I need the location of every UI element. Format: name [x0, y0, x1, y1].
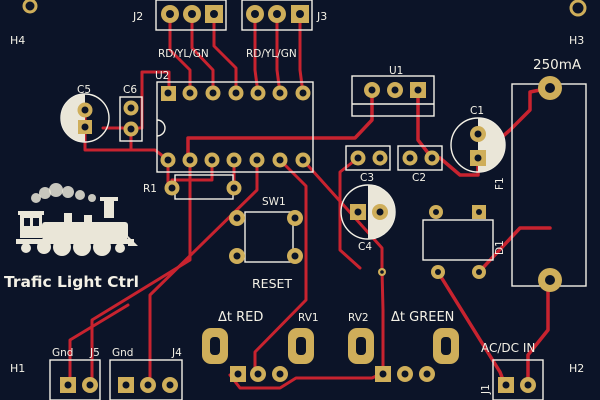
mounting-hole-h4	[22, 0, 38, 14]
trace	[253, 12, 260, 95]
label-gnd-j4: Gnd	[112, 347, 133, 359]
trace	[526, 278, 550, 387]
label-acdc-in: AC/DC IN	[481, 341, 535, 355]
trace	[416, 88, 480, 177]
capacitor-c1[interactable]	[450, 117, 506, 173]
trace	[298, 12, 305, 95]
label-j5: J5	[89, 347, 100, 359]
label-c3: C3	[360, 172, 374, 184]
capacitor-c6[interactable]	[119, 96, 143, 142]
connector-j2[interactable]	[155, 0, 227, 31]
reset-button-sw1[interactable]	[229, 210, 303, 264]
board-title: Trafic Light Ctrl	[4, 273, 139, 291]
trace	[253, 158, 308, 375]
label-j2-colors: RD/YL/GN	[158, 48, 209, 60]
label-j2: J2	[132, 10, 143, 23]
fuse-f1[interactable]	[511, 76, 587, 292]
trace	[338, 156, 362, 270]
label-j1: J1	[480, 384, 492, 395]
label-c2: C2	[412, 172, 426, 184]
label-delta-t-green: Δt GREEN	[391, 310, 454, 325]
trace	[301, 158, 384, 272]
label-u2: U2	[155, 70, 169, 82]
label-c6: C6	[123, 84, 137, 96]
ic-u2[interactable]	[156, 81, 314, 173]
label-r1: R1	[143, 183, 157, 195]
label-rv2: RV2	[348, 312, 369, 324]
trace	[228, 371, 385, 390]
potentiometer-rv1[interactable]	[202, 328, 314, 382]
capacitor-c3[interactable]	[345, 145, 391, 171]
potentiometer-rv2[interactable]	[348, 328, 459, 382]
label-delta-t-red: Δt RED	[218, 310, 263, 325]
trace	[275, 12, 282, 95]
label-h3: H3	[569, 34, 584, 47]
terminal-j1[interactable]	[492, 359, 544, 400]
steam-locomotive-icon	[16, 183, 138, 256]
label-reset: RESET	[252, 276, 292, 291]
label-rv1: RV1	[298, 312, 319, 324]
via-hole	[380, 270, 384, 274]
label-d1: D1	[494, 240, 506, 255]
terminal-j5[interactable]	[49, 359, 101, 400]
label-sw1: SW1	[262, 196, 286, 208]
terminal-j4[interactable]	[109, 359, 183, 400]
trace	[68, 303, 130, 387]
trace	[186, 88, 374, 162]
label-c5: C5	[77, 84, 91, 96]
u2-bottom-pins	[160, 152, 311, 168]
label-u1: U1	[389, 65, 403, 77]
mounting-hole-h3	[569, 0, 587, 17]
label-gnd-j5: Gnd	[52, 347, 73, 359]
label-j3: J3	[316, 10, 327, 23]
connector-j3[interactable]	[241, 0, 313, 31]
label-j4: J4	[171, 347, 182, 359]
label-f1: F1	[494, 177, 506, 190]
label-c1: C1	[470, 105, 484, 117]
trace	[380, 268, 385, 375]
label-h1: H1	[10, 362, 25, 375]
capacitor-c4[interactable]	[340, 184, 396, 240]
label-h4: H4	[10, 34, 25, 47]
trace	[148, 158, 259, 387]
diode-d1[interactable]	[422, 205, 494, 279]
resistor-r1[interactable]	[164, 174, 242, 200]
trace	[90, 158, 192, 387]
capacitor-c2[interactable]	[397, 145, 443, 171]
label-j3-colors: RD/YL/GN	[246, 48, 297, 60]
label-fuse-rating: 250mA	[533, 57, 582, 73]
label-h2: H2	[569, 362, 584, 375]
u2-top-pins	[161, 85, 311, 101]
capacitor-c5[interactable]	[60, 93, 110, 143]
regulator-u1[interactable]	[351, 75, 435, 117]
label-c4: C4	[358, 241, 372, 253]
